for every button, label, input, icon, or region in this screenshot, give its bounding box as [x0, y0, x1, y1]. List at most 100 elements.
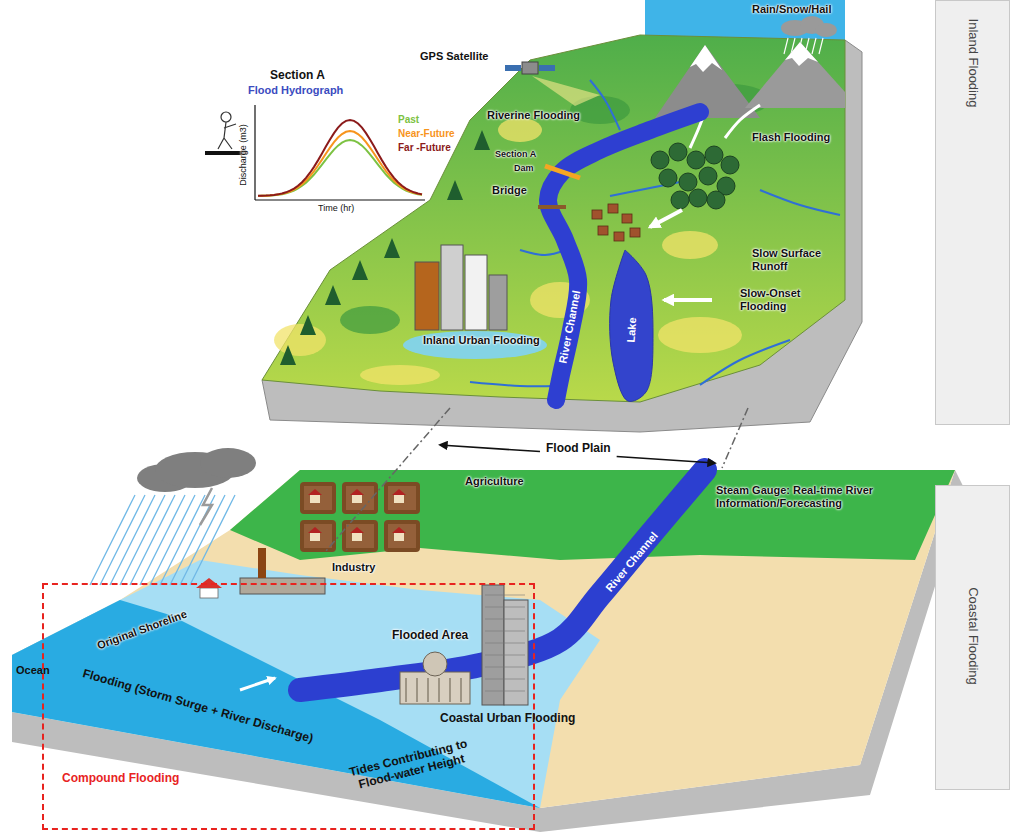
lake-shape	[610, 250, 653, 401]
dry-patch	[360, 365, 440, 385]
satellite-panel	[539, 65, 555, 71]
pine-tree	[325, 285, 341, 305]
dry-patch	[658, 317, 742, 353]
forest-patch	[340, 306, 400, 334]
block-side	[12, 470, 965, 832]
snow-cap	[690, 45, 722, 72]
diagram-label: Section A	[495, 149, 536, 160]
farm-field	[384, 520, 420, 552]
diagram-label: GPS Satellite	[420, 50, 488, 63]
pine-tree	[300, 315, 316, 335]
farm-field	[342, 520, 378, 552]
band-title: Inland Flooding	[965, 19, 981, 108]
rain-streak	[160, 495, 205, 585]
snow-cap	[785, 42, 818, 66]
city-building	[441, 245, 463, 330]
tree	[671, 191, 689, 209]
tower-window	[485, 619, 525, 620]
farm-house	[310, 533, 320, 541]
diagram-label: Agriculture	[465, 475, 524, 488]
diagram-label: Discharge (m3)	[238, 124, 249, 186]
landscape-surface	[262, 35, 845, 402]
house	[622, 214, 632, 223]
capitol-column	[427, 678, 429, 702]
tower-window	[485, 691, 525, 692]
span-arrow	[440, 445, 540, 452]
capitol-column	[416, 678, 418, 702]
coastal-block	[12, 448, 965, 832]
diagram-label: Flash Flooding	[752, 131, 830, 144]
farm-house	[310, 495, 320, 503]
tide-arrow	[258, 790, 302, 803]
tower	[504, 600, 528, 705]
tributary	[760, 190, 840, 215]
legend-text: Far -Future	[398, 142, 451, 154]
dry-patch	[274, 324, 326, 356]
farm-roof	[350, 527, 364, 533]
capitol-column	[438, 678, 440, 702]
farm-house	[352, 495, 362, 503]
pine-tree	[352, 260, 368, 280]
ocean	[12, 600, 540, 808]
rain-streak	[100, 495, 145, 585]
rain-streak	[140, 495, 185, 585]
tower	[482, 585, 504, 705]
rain-streak	[819, 38, 823, 54]
chimney	[258, 548, 266, 578]
tributary	[520, 250, 566, 255]
rain-streak	[120, 495, 165, 585]
farm-house	[352, 533, 362, 541]
tributary	[700, 340, 790, 385]
hydrograph-curve	[258, 120, 422, 196]
city-building	[489, 275, 507, 330]
tree	[705, 146, 723, 164]
hydrograph-curve	[258, 131, 422, 196]
tower-window	[485, 655, 525, 656]
diagram-label: Flood Hydrograph	[248, 84, 343, 97]
hydrograph	[205, 105, 425, 200]
band-title: Coastal Flooding	[965, 587, 981, 685]
city-building	[465, 255, 487, 330]
farm-field	[304, 486, 332, 510]
diagram-label: Dam	[514, 163, 534, 174]
diagram-label: Slow Surface Runoff	[752, 247, 837, 273]
cloud	[815, 23, 837, 37]
runoff-arrow	[650, 210, 682, 227]
river-channel	[548, 112, 700, 400]
lightning	[200, 488, 212, 525]
tree	[669, 143, 687, 161]
dry-patch	[498, 118, 542, 142]
tower-window	[485, 667, 525, 668]
runoff-arrow	[664, 298, 712, 302]
diagram-label: Tides Contributing to Flood-water Height	[329, 732, 491, 799]
tree	[679, 173, 697, 191]
tree	[689, 189, 707, 207]
tower-window	[485, 679, 525, 680]
farm-field	[388, 486, 416, 510]
inland-block	[262, 0, 862, 432]
rain-streak	[110, 495, 155, 585]
observer-head	[221, 112, 231, 122]
diagram-label: Industry	[332, 561, 375, 574]
tributary	[590, 80, 620, 130]
house	[630, 228, 640, 237]
diagram-label: Section A	[270, 68, 325, 82]
diagram-label: River Channel	[603, 529, 661, 594]
city-building	[415, 262, 439, 330]
surge-arrow	[240, 678, 275, 690]
house	[608, 204, 618, 213]
rain-streak	[812, 38, 816, 54]
diagram-label: Flood Plain	[546, 441, 611, 455]
farm-field	[300, 520, 336, 552]
house	[614, 232, 624, 241]
tower-window	[485, 643, 525, 644]
farm-house	[394, 533, 404, 541]
tree	[651, 151, 669, 169]
tree	[699, 167, 717, 185]
tree	[687, 151, 705, 169]
farm-roof	[308, 527, 322, 533]
